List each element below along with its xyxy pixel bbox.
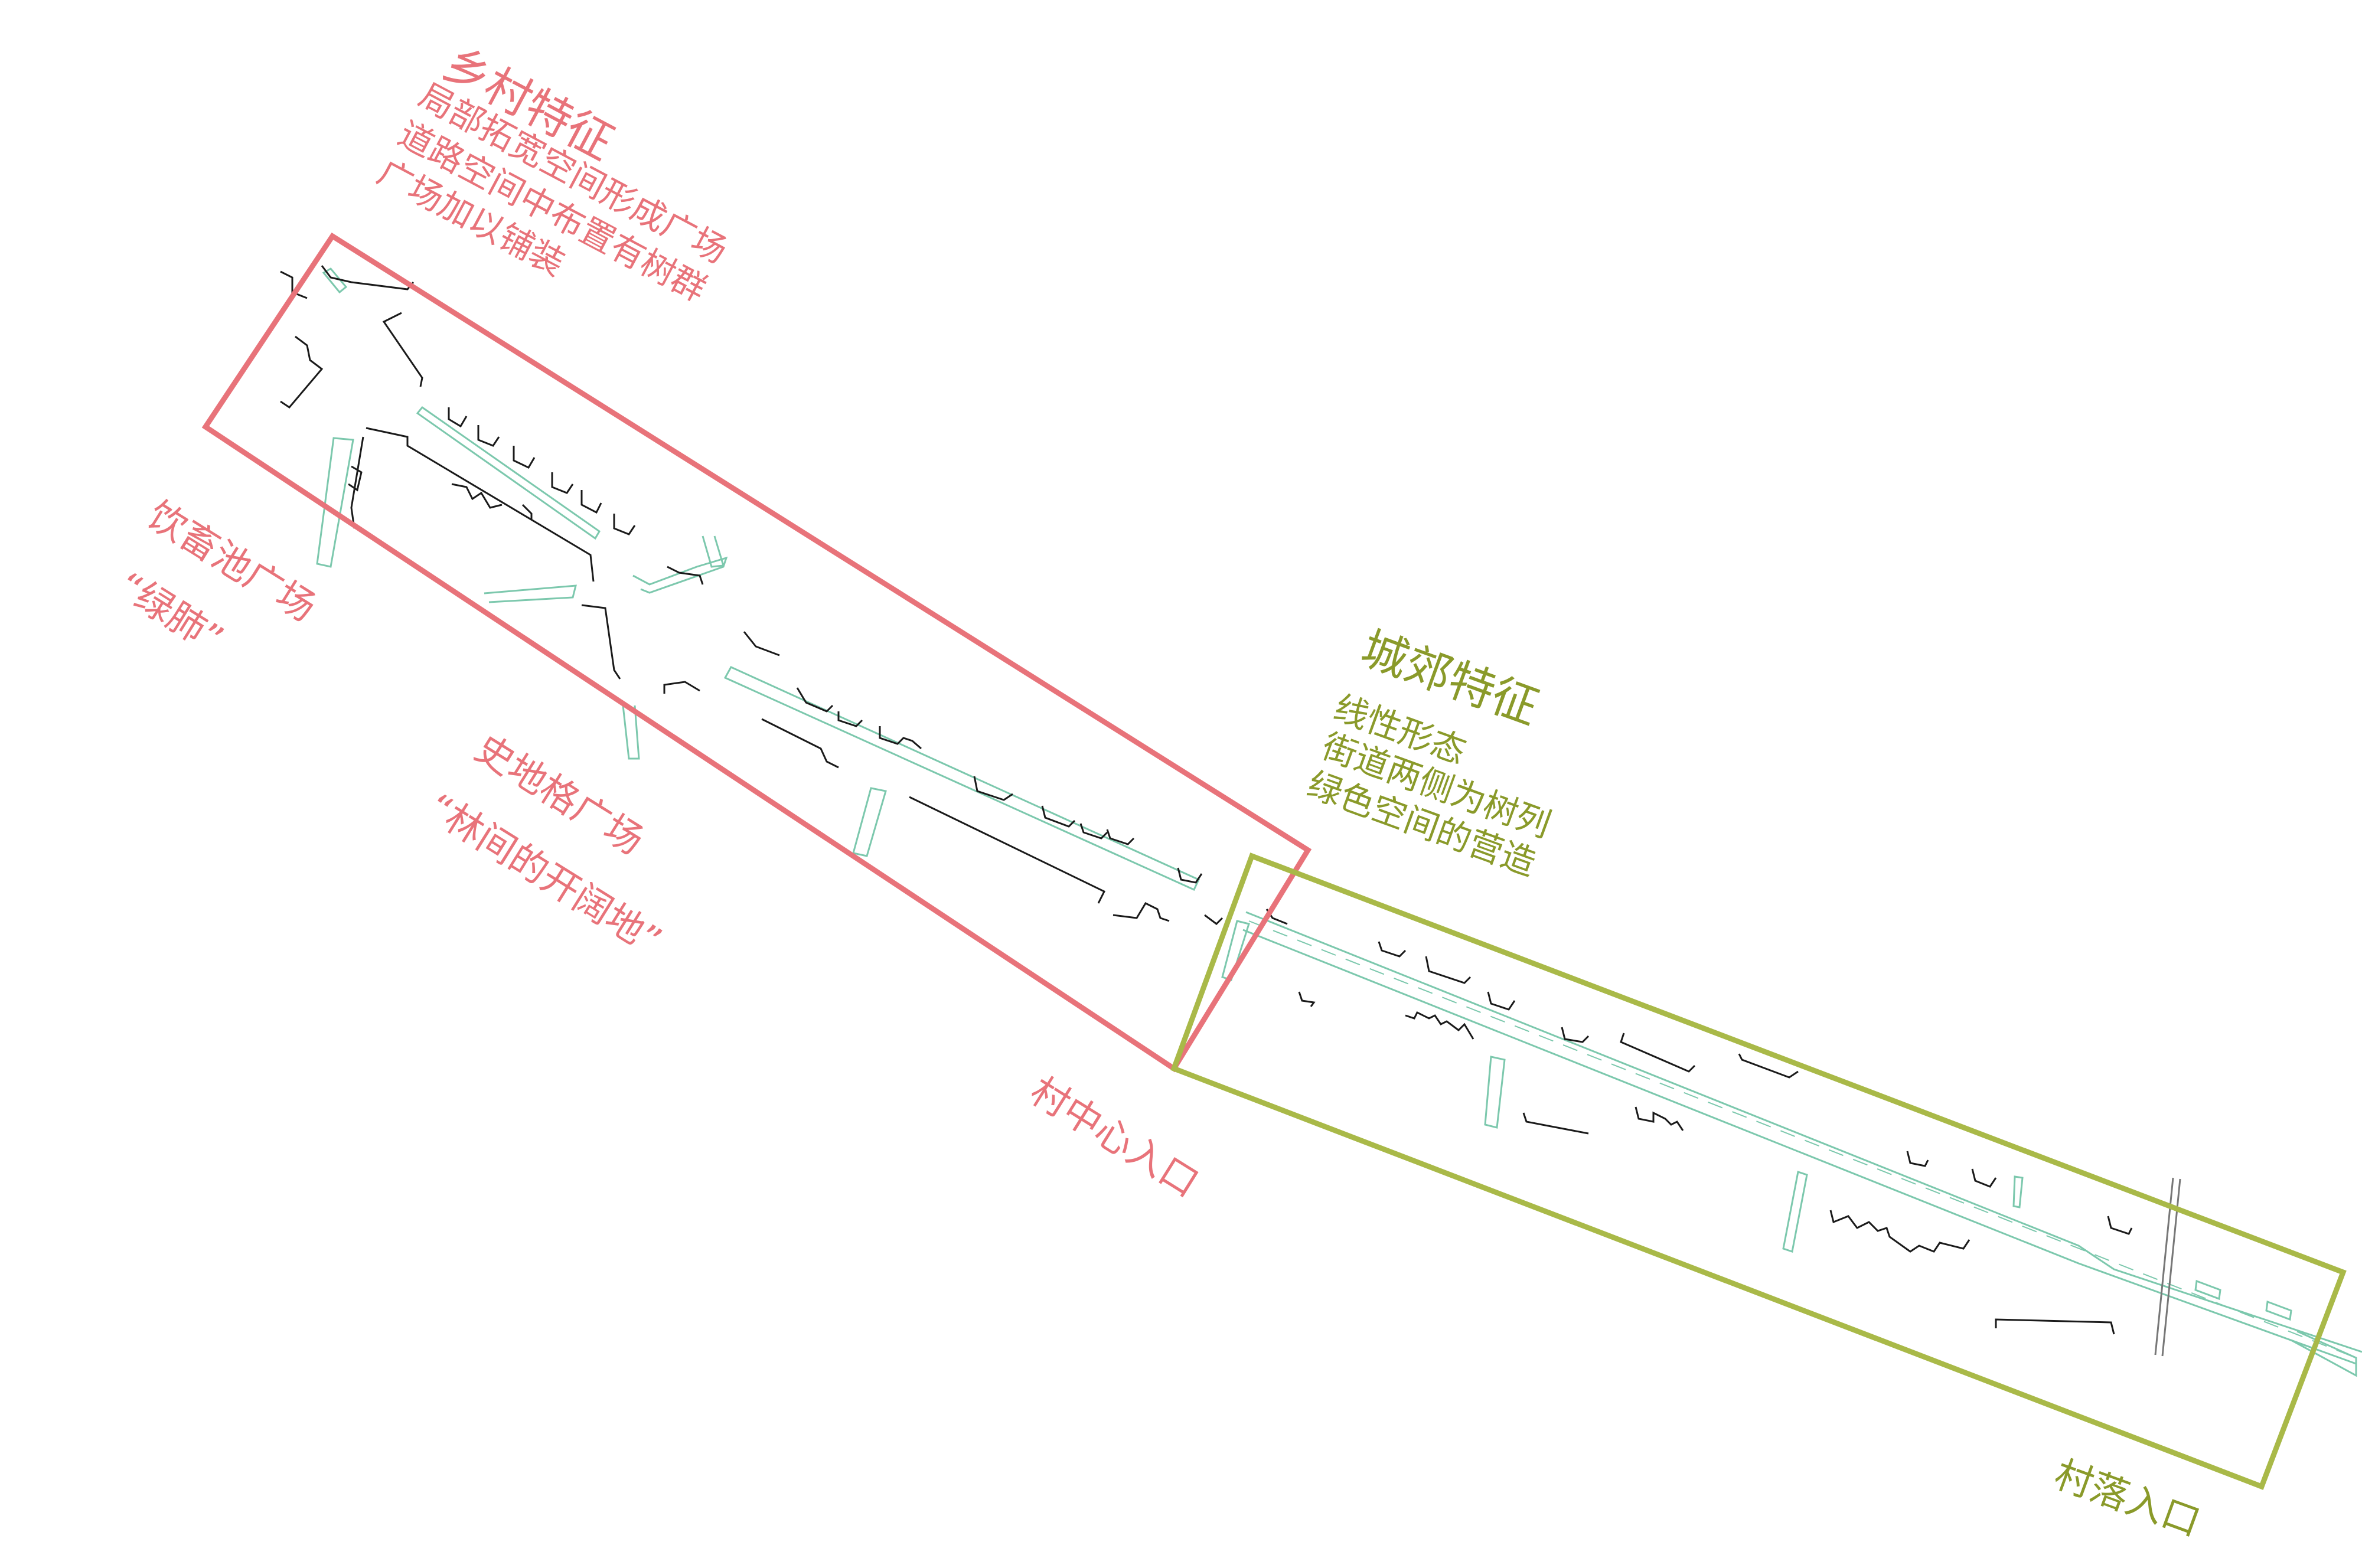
building bbox=[382, 312, 423, 387]
suburban-zone-outline bbox=[1170, 852, 2347, 1490]
building bbox=[1995, 1318, 2115, 1335]
building bbox=[350, 436, 364, 529]
building bbox=[1405, 1011, 1474, 1040]
rural-zone-outline bbox=[201, 232, 1312, 1073]
tree-row bbox=[316, 437, 354, 568]
zone-suburban bbox=[1170, 852, 2347, 1490]
building bbox=[366, 427, 595, 582]
building bbox=[1298, 991, 1316, 1007]
building bbox=[477, 425, 500, 447]
building bbox=[837, 711, 863, 727]
zone-rural bbox=[201, 232, 1312, 1073]
building bbox=[580, 490, 602, 514]
building bbox=[796, 687, 834, 713]
place-labels-suburban: 村落入口 bbox=[2049, 1452, 2206, 1545]
tree-row bbox=[2265, 1300, 2292, 1321]
building bbox=[1177, 867, 1203, 884]
building bbox=[1425, 956, 1472, 984]
tree-row bbox=[1484, 1056, 1506, 1129]
tree-row bbox=[723, 666, 1200, 891]
building bbox=[581, 604, 621, 680]
building bbox=[1204, 914, 1224, 925]
rural-annotation: 乡村特征 局部拓宽空间形成广场 道路空间中布置有树群 广场加以铺装 bbox=[371, 37, 733, 309]
tree-row bbox=[1248, 920, 2357, 1358]
stieg-square-nickname: “林间的开阔地” bbox=[420, 786, 669, 963]
building bbox=[1829, 1210, 1970, 1253]
tree-row bbox=[2291, 1330, 2357, 1377]
building bbox=[521, 504, 533, 520]
building bbox=[280, 335, 324, 409]
building bbox=[663, 681, 700, 694]
tree-row bbox=[852, 787, 887, 857]
building bbox=[448, 407, 468, 428]
building bbox=[973, 776, 1013, 801]
tree-row bbox=[1242, 929, 2357, 1365]
building bbox=[613, 514, 636, 535]
building bbox=[451, 483, 503, 509]
tree-row bbox=[1782, 1171, 1808, 1253]
tree-row bbox=[2012, 1175, 2024, 1208]
building bbox=[1738, 1053, 1799, 1079]
building bbox=[1106, 829, 1135, 845]
building bbox=[1041, 805, 1076, 828]
village-entrance-label: 村落入口 bbox=[2049, 1452, 2206, 1545]
place-labels-rural: 饮畜池广场 “绿肺” 史地格广场 “林间的开阔地” 村中心入口 bbox=[110, 494, 1206, 1206]
tree-row bbox=[484, 584, 577, 603]
village-center-entrance-label: 村中心入口 bbox=[1023, 1069, 1206, 1206]
building bbox=[761, 718, 839, 769]
building bbox=[879, 726, 922, 750]
building bbox=[551, 472, 574, 494]
building bbox=[743, 631, 780, 656]
building bbox=[1522, 1112, 1589, 1135]
building bbox=[280, 270, 308, 299]
building bbox=[2107, 1216, 2133, 1235]
tree-row bbox=[702, 535, 725, 568]
building bbox=[1906, 1151, 1929, 1167]
building bbox=[909, 796, 1106, 904]
building bbox=[1113, 902, 1170, 922]
suburban-annotation: 城郊特征 线性形态 街道两侧为树列 绿色空间的营造 bbox=[1302, 622, 1556, 884]
building bbox=[513, 446, 536, 469]
building bbox=[1378, 941, 1407, 958]
building bbox=[667, 566, 704, 585]
building bbox=[348, 465, 363, 492]
tree-row bbox=[632, 556, 728, 594]
tree-row bbox=[416, 406, 601, 540]
building bbox=[1635, 1106, 1684, 1131]
tree-row bbox=[622, 705, 640, 760]
tree-row bbox=[2194, 1279, 2221, 1301]
building bbox=[1620, 1033, 1696, 1073]
building bbox=[1079, 823, 1108, 839]
buildings bbox=[280, 265, 2133, 1335]
pond-square-nickname: “绿肺” bbox=[110, 564, 231, 662]
building bbox=[1487, 991, 1516, 1011]
tree-row bbox=[1245, 911, 2362, 1353]
tree-row bbox=[322, 267, 348, 294]
building bbox=[1561, 1027, 1590, 1043]
building bbox=[1971, 1168, 1997, 1188]
